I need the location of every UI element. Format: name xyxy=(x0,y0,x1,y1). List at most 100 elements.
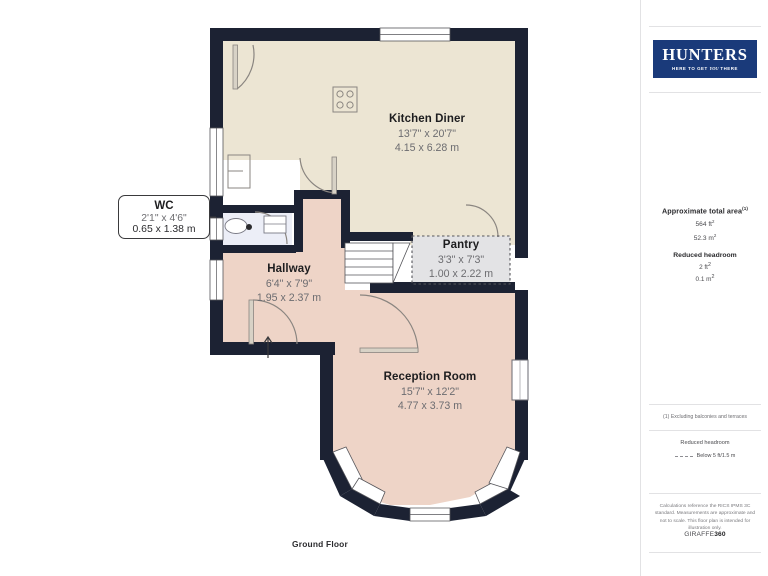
pantry-headroom-outline xyxy=(411,235,511,285)
sidebar-divider-bottom xyxy=(649,552,761,553)
total-area-label: Approximate total area(1) xyxy=(645,206,765,215)
reception-fill xyxy=(320,290,520,505)
room-name: Hallway xyxy=(267,263,311,275)
room-dims-metric: 1.00 x 2.22 m xyxy=(428,267,494,280)
room-dims-imperial: 3'3" x 7'3" xyxy=(437,254,485,267)
tagline-emphasis: YOU xyxy=(709,66,719,72)
area-summary: Approximate total area(1) 564 ft2 52.3 m… xyxy=(645,206,765,283)
sidebar-divider-top xyxy=(649,26,761,27)
floor-title: Ground Floor xyxy=(292,539,348,549)
wall-right-upper xyxy=(515,28,528,258)
sqft-exponent: 2 xyxy=(707,261,711,268)
room-name: Reception Room xyxy=(383,371,477,383)
room-dims-imperial: 2'1" x 4'6" xyxy=(141,212,187,224)
wall-hall-right-v xyxy=(341,190,350,248)
sidebar-divider-legend xyxy=(649,430,761,431)
footnote-excluding-balconies: (1) Excluding balconies and terraces xyxy=(663,414,747,420)
windows xyxy=(209,27,529,522)
info-sidebar: HUNTERS HERE TO GET YOU THERE Approximat… xyxy=(640,0,768,576)
floor-plan-drawing xyxy=(209,27,529,522)
door-hall-reception-swing xyxy=(359,294,419,353)
stair-winder xyxy=(392,242,411,284)
sidebar-divider-notes xyxy=(649,404,761,405)
wall-bay-right2 xyxy=(480,489,520,516)
wall-kitchen-bottom-a xyxy=(294,190,350,199)
staircase xyxy=(344,242,411,284)
wall-top-right xyxy=(450,28,528,41)
dashed-line-swatch-icon xyxy=(674,455,693,457)
wall-wc-bottom xyxy=(216,245,296,253)
door-hall-left-swing xyxy=(252,299,298,345)
provider-branding[interactable]: GIRAFFE360 xyxy=(647,531,763,538)
walls xyxy=(210,28,528,521)
reduced-sqft-value: 2 ft xyxy=(699,263,708,271)
room-label-pantry: Pantry 3'3" x 7'3" 1.00 x 2.22 m xyxy=(409,238,513,281)
room-label-reception-room: Reception Room 15'7" x 12'2" 4.77 x 3.73… xyxy=(355,370,505,413)
door-pantry-swing xyxy=(465,204,499,238)
sqm-exponent: 2 xyxy=(713,232,717,238)
reduced-headroom-sqft: 2 ft2 xyxy=(645,262,765,271)
wall-left-upper xyxy=(210,28,223,128)
doors xyxy=(232,44,499,353)
door-kitchen-swing xyxy=(236,44,255,90)
wall-bottom-left-wing xyxy=(210,342,335,355)
wall-top-left xyxy=(210,28,380,41)
wall-left-bottom xyxy=(210,300,223,355)
legend-item-reduced-headroom: Below 5 ft/1.5 m xyxy=(647,453,763,459)
total-area-sqm: 52.3 m2 xyxy=(645,233,765,242)
sqm-exponent: 2 xyxy=(711,273,715,280)
toilet-icon xyxy=(224,218,248,234)
kitchen-fill xyxy=(216,36,520,245)
room-dims-imperial: 13'7" x 20'7" xyxy=(397,128,457,141)
room-name: Pantry xyxy=(442,239,480,251)
window-bay-2 xyxy=(351,477,386,505)
sqft-exponent: 2 xyxy=(712,219,715,225)
window-bay-5 xyxy=(488,446,521,490)
tagline-pre: HERE TO GET xyxy=(672,66,710,72)
hallway-fill xyxy=(216,196,345,345)
room-label-hallway: Hallway 6'4" x 7'9" 1.95 x 2.37 m xyxy=(233,262,345,305)
wall-kitchen-bottom-b xyxy=(341,232,413,241)
legend-item-label: Below 5 ft/1.5 m xyxy=(696,453,736,459)
reduced-sqm-value: 0.1 m xyxy=(695,276,712,284)
room-dims-imperial: 6'4" x 7'9" xyxy=(265,278,313,291)
room-dims-metric: 1.95 x 2.37 m xyxy=(256,291,322,304)
room-label-kitchen-diner: Kitchen Diner 13'7" x 20'7" 4.15 x 6.28 … xyxy=(352,112,502,155)
total-area-label-text: Approximate total area xyxy=(661,206,743,216)
provider-name: GIRAFFE xyxy=(684,531,715,538)
hob-icon xyxy=(332,86,358,113)
floor-plan-canvas[interactable]: Kitchen Diner 13'7" x 20'7" 4.15 x 6.28 … xyxy=(0,0,640,576)
legend: Reduced headroom Below 5 ft/1.5 m xyxy=(647,440,763,459)
wall-pantry-bottom xyxy=(370,282,515,293)
provider-suffix: 360 xyxy=(714,531,726,538)
room-callout-wc: WC 2'1" x 4'6" 0.65 x 1.38 m xyxy=(118,195,210,239)
room-name: WC xyxy=(154,199,174,212)
pantry-fill xyxy=(412,236,510,284)
wall-hall-kitchen-v xyxy=(294,190,303,252)
sidebar-divider-disclaimer xyxy=(649,493,761,494)
total-area-sqm-value: 52.3 m xyxy=(693,234,714,242)
wall-bay-mid-r xyxy=(450,504,486,521)
tagline-post: THERE xyxy=(718,66,738,72)
room-dims-metric: 4.77 x 3.73 m xyxy=(397,399,463,412)
wall-left-reception xyxy=(320,345,333,460)
door-kitchen-hall-swing xyxy=(299,157,337,194)
room-dims-imperial: 15'7" x 12'2" xyxy=(400,386,460,399)
logo-tagline: HERE TO GET YOU THERE xyxy=(672,66,738,71)
hunters-logo[interactable]: HUNTERS HERE TO GET YOU THERE xyxy=(653,40,757,78)
room-dims-metric: 0.65 x 1.38 m xyxy=(132,223,196,235)
total-area-footnote-marker: (1) xyxy=(742,206,748,211)
hall-reception-connector xyxy=(320,290,360,350)
wall-bay-mid-l xyxy=(374,504,410,521)
wall-right-reception-b xyxy=(515,400,528,460)
room-dims-metric: 4.15 x 6.28 m xyxy=(394,141,460,154)
reduced-headroom-label: Reduced headroom xyxy=(673,251,737,259)
room-name: Kitchen Diner xyxy=(388,113,466,125)
total-area-sqft: 564 ft2 xyxy=(645,219,765,228)
entrance-arrow xyxy=(263,335,273,358)
wall-bay-left2 xyxy=(340,489,380,516)
fixtures xyxy=(224,86,358,234)
wall-bay-left xyxy=(320,452,352,496)
legend-title: Reduced headroom xyxy=(680,440,730,446)
